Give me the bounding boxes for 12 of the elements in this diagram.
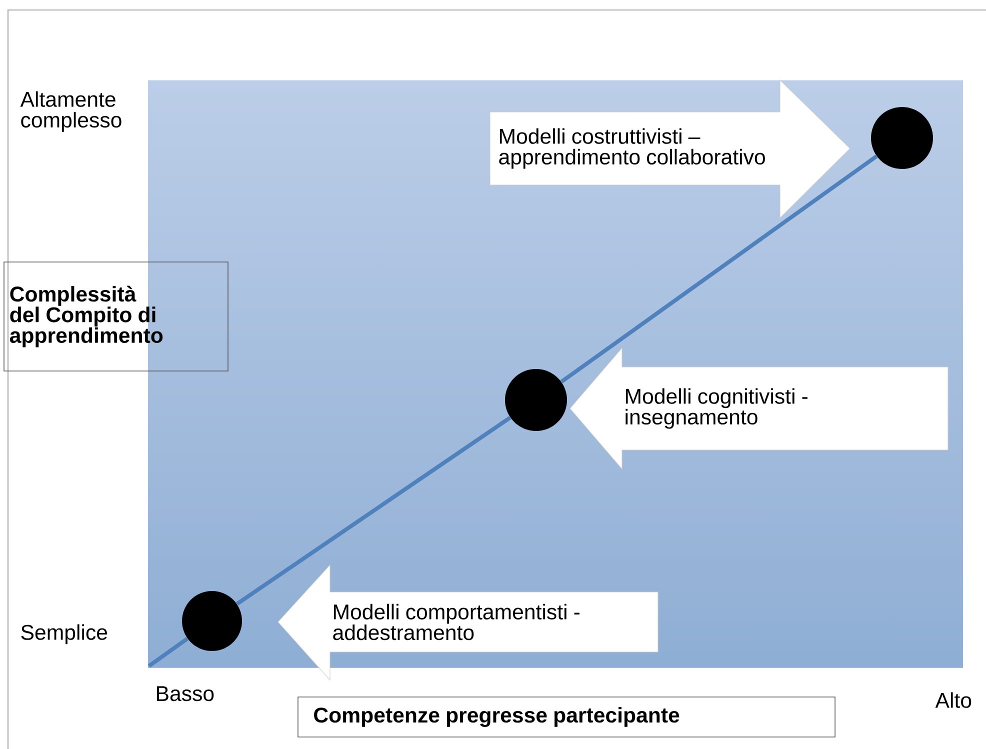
trend-line [148, 636, 189, 668]
dot [871, 107, 933, 169]
dot [505, 369, 567, 431]
axis-label: Alto [935, 692, 972, 708]
axis-label: Altamente complesso [20, 91, 122, 132]
axis-title-box: Competenze pregresse partecipante [298, 696, 836, 738]
trend-line [236, 416, 512, 606]
trend-line [560, 154, 878, 384]
axis-label: Semplice [21, 624, 108, 644]
axis-label: Basso [157, 686, 214, 702]
axis-title-box: Complessità del Compito di apprendimento [4, 262, 228, 372]
dot [182, 591, 242, 651]
